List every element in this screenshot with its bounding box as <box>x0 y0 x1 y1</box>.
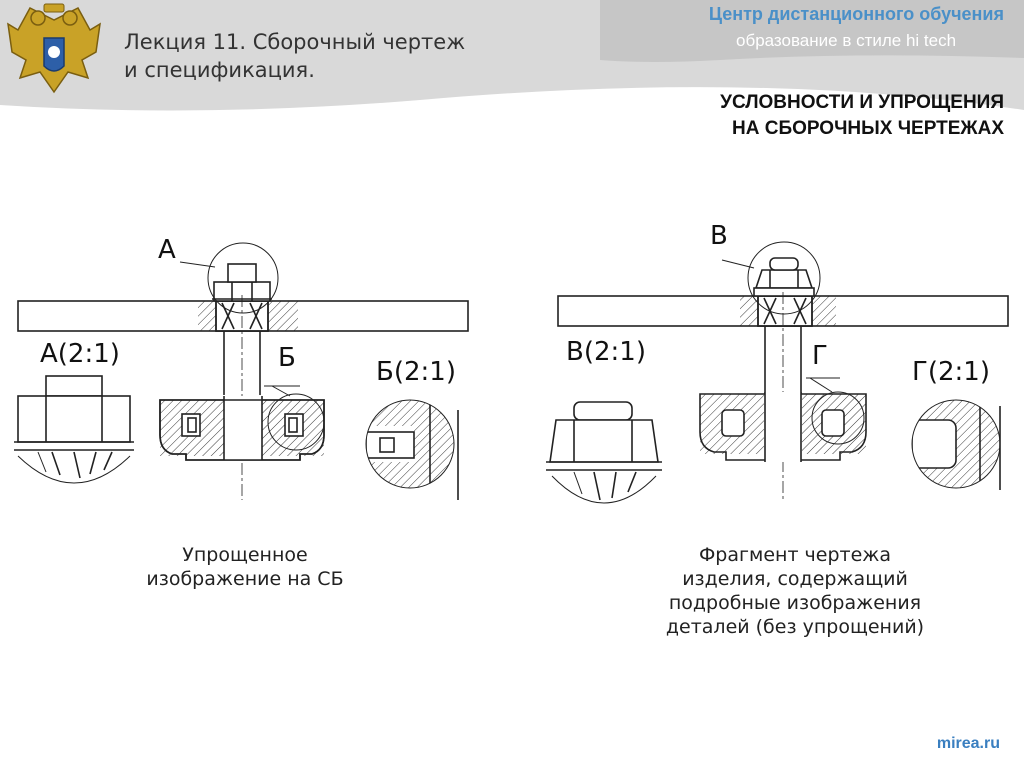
label-g-scale: Г(2:1) <box>912 357 990 387</box>
caption-left-line1: Упрощенное <box>182 544 308 566</box>
caption-right-line4: деталей (без упрощений) <box>665 616 925 638</box>
caption-right: Фрагмент чертежа изделия, содержащий под… <box>615 543 975 639</box>
caption-right-line1: Фрагмент чертежа <box>698 544 892 566</box>
center-name: Центр дистанционного обучения <box>708 4 1004 24</box>
lecture-title-line2: и спецификация. <box>124 58 315 82</box>
label-v-scale: В(2:1) <box>566 337 646 367</box>
site-link[interactable]: mirea.ru <box>936 735 1000 752</box>
label-a-scale: А(2:1) <box>40 339 120 369</box>
lecture-title-line1: Лекция 11. Сборочный чертеж <box>124 30 466 54</box>
slide-heading-line1: УСЛОВНОСТИ И УПРОЩЕНИЯ <box>720 92 1004 113</box>
label-v: В <box>710 221 728 251</box>
left-assembly <box>14 242 469 500</box>
caption-right-line3: подробные изображения <box>668 592 922 614</box>
label-g: Г <box>812 341 828 371</box>
slide-heading: УСЛОВНОСТИ И УПРОЩЕНИЯ НА СБОРОЧНЫХ ЧЕРТ… <box>524 90 1004 142</box>
caption-right-line2: изделия, содержащий <box>682 568 908 590</box>
caption-left: Упрощенное изображение на СБ <box>110 543 380 591</box>
assembly-drawings: А А(2:1) Б Б(2:1) В В(2:1) Г Г(2:1) <box>14 221 1009 504</box>
caption-left-line2: изображение на СБ <box>146 568 344 590</box>
header-band <box>0 0 1024 111</box>
label-b: Б <box>278 343 296 373</box>
tagline: образование в стиле hi tech <box>736 31 957 50</box>
slide-heading-line2: НА СБОРОЧНЫХ ЧЕРТЕЖАХ <box>732 118 1004 139</box>
right-assembly <box>546 241 1009 504</box>
label-a: А <box>158 235 176 265</box>
eagle-emblem-icon <box>7 3 101 94</box>
label-b-scale: Б(2:1) <box>376 357 456 387</box>
lecture-title: Лекция 11. Сборочный чертеж и спецификац… <box>124 28 465 84</box>
